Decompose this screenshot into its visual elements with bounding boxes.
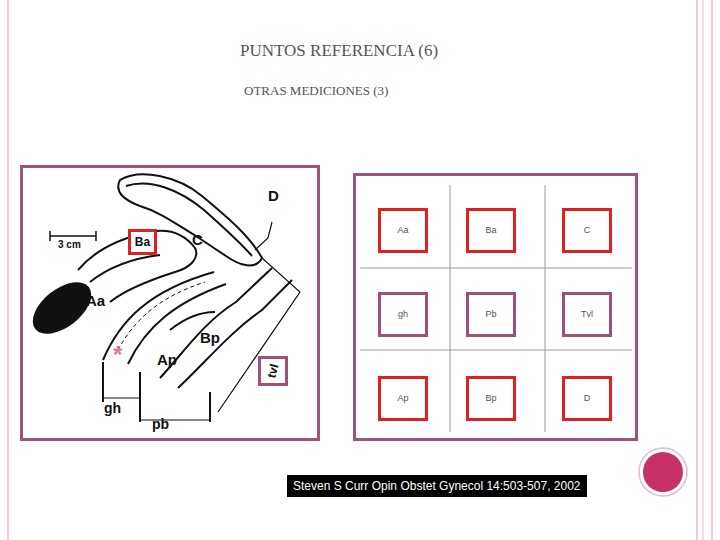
reference-box: Ap <box>378 376 428 421</box>
anatomy-label: 3 cm <box>58 240 81 250</box>
box-label: Aa <box>397 226 408 235</box>
grid-line <box>545 185 546 432</box>
diagram-frame <box>22 167 319 440</box>
edge-line <box>696 0 698 540</box>
anatomy-label: Ap <box>157 352 177 367</box>
grid-frame <box>355 175 637 440</box>
slide-title: PUNTOS REFERENCIA (6) <box>240 42 438 59</box>
pubic-bone <box>24 272 101 344</box>
reference-box: C <box>562 208 612 253</box>
grid-line <box>450 185 451 432</box>
anatomy-label: Bp <box>200 330 220 345</box>
anatomy-drawing <box>50 174 300 422</box>
box-label: Tvl <box>581 310 593 319</box>
box-label: C <box>584 226 591 235</box>
reference-box: Bp <box>466 376 516 421</box>
anatomy-label: gh <box>104 401 121 415</box>
reference-box: tvl <box>258 356 288 386</box>
box-label: Pb <box>485 310 496 319</box>
box-label: Bp <box>485 394 496 403</box>
reference-box: gh <box>378 292 428 337</box>
reference-box: Aa <box>378 208 428 253</box>
anatomy-label: Aa <box>86 293 105 308</box>
edge-line <box>7 0 9 540</box>
box-label: tvl <box>265 363 280 380</box>
box-label: Ap <box>397 394 408 403</box>
box-label: Ba <box>135 236 150 248</box>
reference-box: D <box>562 376 612 421</box>
deco-circle <box>643 452 683 492</box>
anatomy-label: pb <box>152 417 169 431</box>
deco-ring <box>639 448 687 496</box>
citation-caption: Steven S Curr Opin Obstet Gynecol 14:503… <box>287 475 587 497</box>
anatomy-label: D <box>268 188 279 203</box>
box-label: gh <box>398 310 408 319</box>
box-label: D <box>584 394 591 403</box>
reference-box: Ba <box>128 229 157 255</box>
subtitle: OTRAS MEDICIONES (3) <box>244 84 388 97</box>
box-label: Ba <box>485 226 496 235</box>
edge-line <box>703 0 704 540</box>
grid-line <box>360 268 632 269</box>
anatomy-label: * <box>113 343 122 367</box>
reference-box: Ba <box>466 208 516 253</box>
anatomy-label: C <box>192 232 203 247</box>
edge-line <box>711 0 713 540</box>
grid-line <box>360 350 632 351</box>
reference-box: Pb <box>466 292 516 337</box>
reference-box: Tvl <box>562 292 612 337</box>
